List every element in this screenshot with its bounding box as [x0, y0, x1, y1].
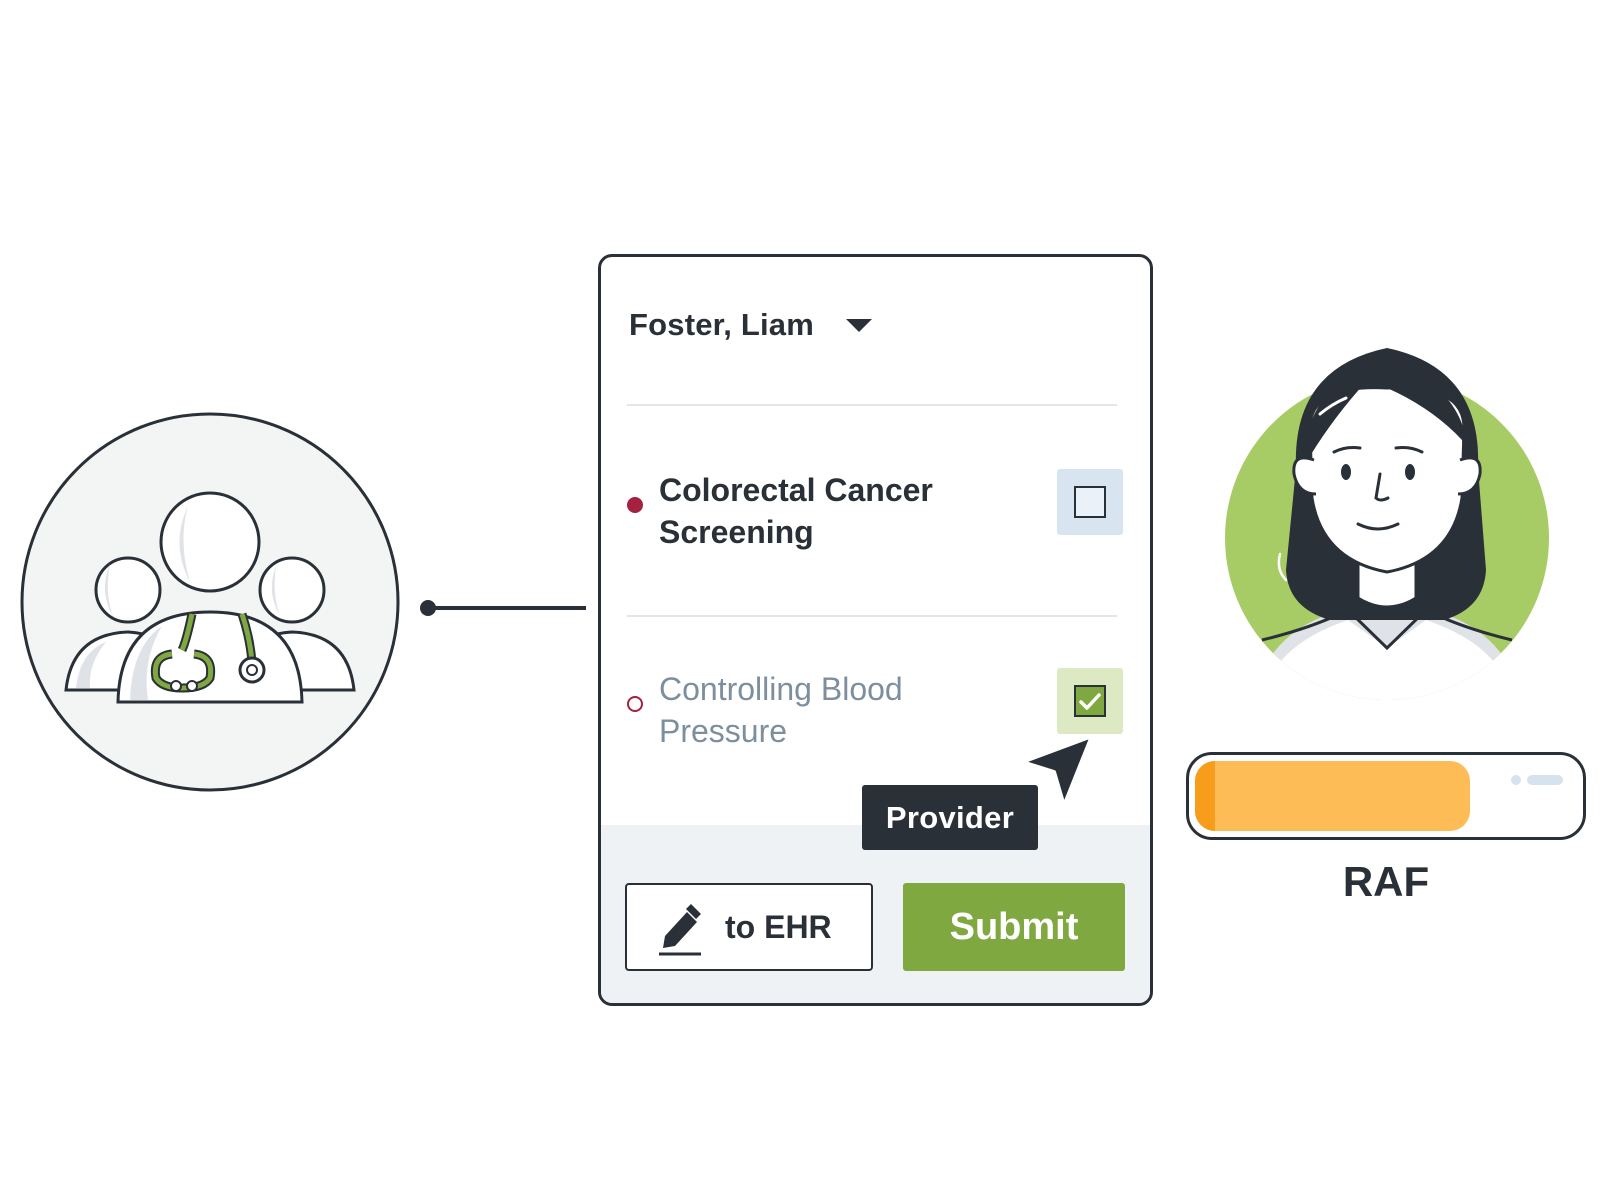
patient-dropdown[interactable]: Foster, Liam [629, 305, 873, 345]
patient-name: Foster, Liam [629, 307, 815, 342]
provider-group-icon [20, 412, 400, 792]
checkmark-icon [1079, 693, 1101, 710]
provider-tooltip: Provider [862, 785, 1038, 850]
connector-line [420, 600, 586, 616]
chevron-down-icon [846, 318, 873, 332]
measure-item-colorectal: Colorectal Cancer Screening [627, 469, 1127, 559]
measure-checkbox[interactable] [1057, 469, 1123, 535]
raf-progress-bar [1186, 752, 1586, 840]
measure-item-blood-pressure: Controlling Blood Pressure [627, 668, 1127, 758]
card-footer: to EHR Submit [601, 825, 1150, 1003]
status-dot-icon [627, 497, 643, 513]
status-ring-icon [627, 696, 643, 712]
checkbox-checked [1074, 685, 1106, 717]
measure-label: Controlling Blood Pressure [659, 671, 903, 749]
measure-checkbox-checked[interactable] [1057, 668, 1123, 734]
raf-progress-fill [1195, 761, 1471, 831]
raf-label: RAF [1342, 858, 1430, 905]
measure-label: Colorectal Cancer Screening [659, 472, 933, 550]
pointer-cursor-icon [1020, 734, 1094, 808]
quality-measures-card: Foster, Liam Colorectal Cancer Screening… [598, 254, 1153, 1006]
checkbox-empty-icon [1074, 486, 1106, 518]
patient-avatar-icon [1225, 348, 1549, 700]
to-ehr-button[interactable]: to EHR [625, 883, 873, 971]
progress-track-marks [1511, 775, 1563, 785]
divider [627, 404, 1117, 406]
pencil-icon [659, 904, 701, 956]
submit-button[interactable]: Submit [903, 883, 1125, 971]
divider [627, 615, 1117, 617]
to-ehr-label: to EHR [725, 908, 832, 945]
